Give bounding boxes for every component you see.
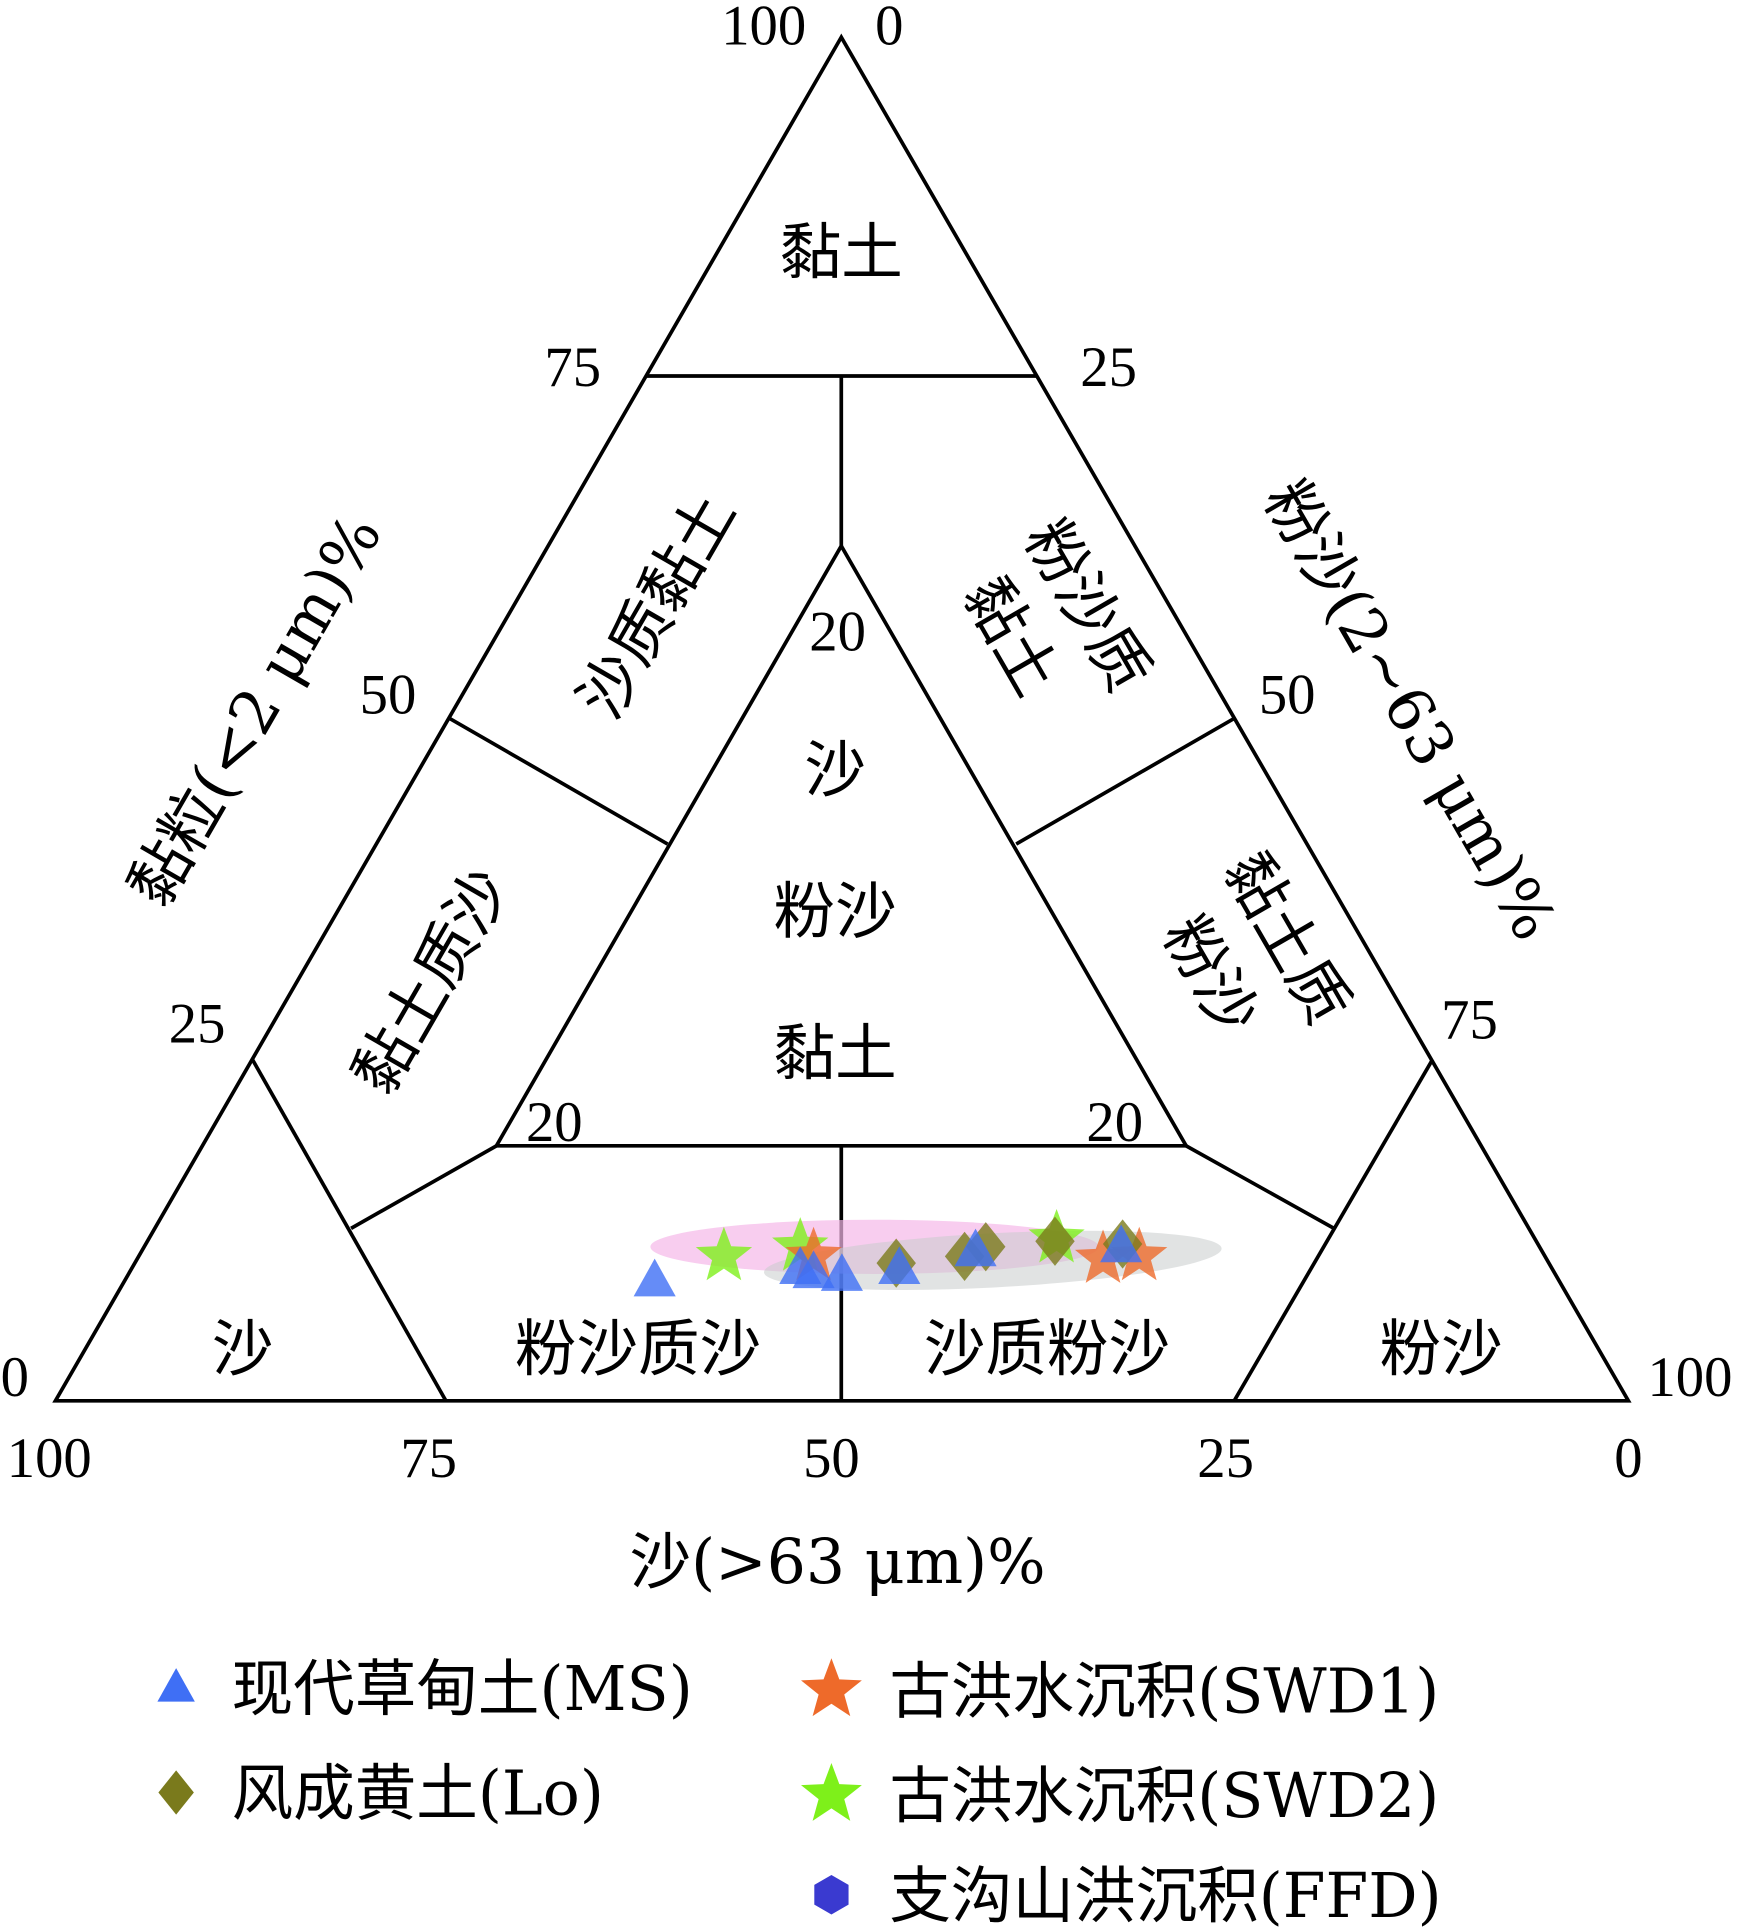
legend-label: 风成黄土(Lo) xyxy=(232,1758,604,1830)
region-label: 粉沙质沙 xyxy=(515,1313,761,1385)
data-point-triangle xyxy=(878,1246,921,1285)
legend-label: 现代草甸土(MS) xyxy=(232,1653,693,1725)
legend-star-icon xyxy=(801,1762,862,1821)
region-label: 粉沙 xyxy=(1380,1313,1503,1385)
tick-label: 100 xyxy=(721,0,806,58)
legend-label: 支沟山洪沉积(FFD) xyxy=(889,1860,1441,1932)
inner-tick-label: 20 xyxy=(1086,1092,1143,1154)
tick-label: 100 xyxy=(1647,1347,1732,1409)
tick-label: 0 xyxy=(1,1347,29,1409)
tick-label: 100 xyxy=(7,1428,92,1490)
data-point-triangle xyxy=(633,1258,676,1297)
inner-tick-label: 20 xyxy=(526,1092,583,1154)
data-point-star xyxy=(1074,1229,1132,1283)
data-point-triangle xyxy=(954,1228,997,1267)
data-point-triangle xyxy=(1100,1224,1143,1263)
legend-star-icon xyxy=(801,1658,862,1717)
legend-hexagon-icon xyxy=(814,1875,849,1915)
data-point-star xyxy=(772,1217,829,1271)
divider xyxy=(350,1144,498,1230)
tick-label: 0 xyxy=(875,0,903,58)
tick-label: 25 xyxy=(1080,337,1137,399)
divider xyxy=(1232,1058,1435,1402)
legend: 现代草甸土(MS) 风成黄土(Lo) 古洪水沉积(SWD1) 古洪水沉积(SWD… xyxy=(157,1653,1442,1932)
tick-label: 25 xyxy=(169,993,226,1055)
inner-tick-label: 20 xyxy=(809,602,866,664)
bottom-axis-title: 沙(>63 μm)% xyxy=(630,1526,1046,1598)
region-label: 黏土质沙 xyxy=(339,857,525,1106)
tick-label: 75 xyxy=(1441,990,1498,1052)
divider xyxy=(1185,1144,1335,1230)
tick-label: 75 xyxy=(544,337,601,399)
legend-triangle-icon xyxy=(157,1668,195,1702)
data-point-triangle xyxy=(792,1250,835,1289)
data-points xyxy=(633,1209,1168,1297)
legend-label: 古洪水沉积(SWD1) xyxy=(889,1655,1439,1727)
region-label: 沙 xyxy=(804,734,866,806)
region-label: 黏土 xyxy=(774,1017,897,1089)
tick-label: 50 xyxy=(803,1428,860,1490)
legend-diamond-icon xyxy=(158,1770,194,1815)
region-label: 黏土 xyxy=(780,217,903,289)
tick-label: 25 xyxy=(1197,1428,1254,1490)
data-point-diamond xyxy=(1035,1216,1075,1266)
data-point-triangle xyxy=(820,1253,863,1291)
tick-label: 0 xyxy=(1614,1428,1642,1490)
data-point-star xyxy=(695,1226,753,1281)
legend-label: 古洪水沉积(SWD2) xyxy=(889,1760,1439,1832)
tick-label: 75 xyxy=(400,1428,457,1490)
region-label: 沙质黏土 xyxy=(564,481,750,730)
region-lines xyxy=(52,33,1632,1403)
tick-label: 50 xyxy=(360,664,417,726)
divider xyxy=(1015,716,1236,846)
region-label: 沙 xyxy=(212,1313,274,1385)
divider xyxy=(250,1058,448,1402)
divider xyxy=(448,716,669,846)
data-point-star xyxy=(1111,1226,1168,1281)
tick-label: 50 xyxy=(1259,664,1316,726)
left-axis-title: 黏粒(<2 μm)% xyxy=(114,503,396,919)
region-label: 沙质粉沙 xyxy=(924,1313,1170,1385)
region-label: 粉沙 xyxy=(774,876,897,948)
